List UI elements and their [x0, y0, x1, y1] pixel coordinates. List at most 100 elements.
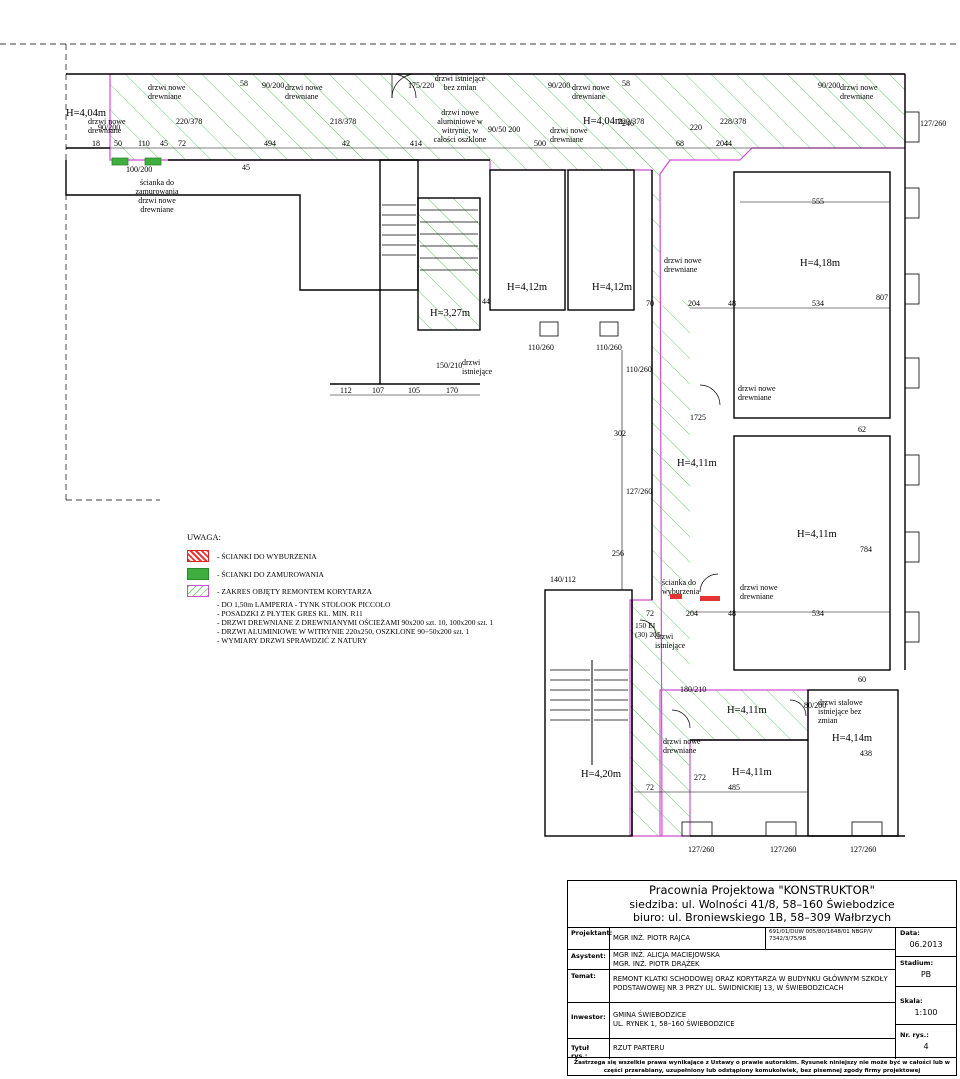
dimension-label: 110/260	[596, 343, 622, 352]
door-note: drzwi nowe drewniane	[663, 737, 701, 755]
stadium-label: Stadium:	[900, 959, 934, 967]
room-height-label: H=4,11m	[727, 705, 767, 716]
legend-heading: UWAGA:	[187, 532, 221, 542]
legend-note: - DRZWI DREWNIANE Z DREWNIANYMI OŚCIEŻAM…	[217, 618, 494, 627]
dimension-label: 246	[622, 119, 634, 128]
dimension-label: 112	[340, 386, 352, 395]
dimension-label: 534	[812, 609, 824, 618]
dimension-label: 105	[408, 386, 420, 395]
dimension-label: 127/260	[770, 845, 796, 854]
dimension-label: 175/220	[408, 81, 434, 90]
legend-note: - POSADZKI Z PŁYTEK GRES KL. MIN. R11	[217, 609, 363, 618]
legend-item: - ŚCIANKI DO ZAMUROWANIA	[187, 568, 324, 580]
legend-swatch	[187, 550, 209, 562]
dimension-label: 127/260	[850, 845, 876, 854]
dimension-label: 170	[446, 386, 458, 395]
asystent-label: Asystent:	[571, 952, 606, 960]
dimension-label: 48	[728, 299, 736, 308]
dimension-label: 784	[860, 545, 872, 554]
dimension-label: 500	[534, 139, 546, 148]
dimension-label: 127/260	[626, 487, 652, 496]
room-height-label: H=4,20m	[581, 769, 621, 780]
dimension-label: 807	[876, 293, 888, 302]
door-note: ścianka do zamurowania drzwi nowe drewni…	[135, 178, 179, 214]
skala-label: Skala:	[900, 997, 923, 1005]
walls-to-demolish	[670, 594, 720, 601]
dimension-label: 218/378	[330, 117, 356, 126]
projektant-name: MGR INŻ. PIOTR RAJCA	[613, 934, 691, 942]
inwestor-name: GMINA ŚWIEBODZICE	[613, 1011, 687, 1019]
dimension-label: 45	[160, 139, 168, 148]
door-note: 150 EI (30) 205	[635, 621, 661, 639]
legend-note: - DO 1,50m LAMPERIA - TYNK STOLOOK PICCO…	[217, 600, 391, 609]
dimension-label: 1725	[690, 413, 706, 422]
dimension-label: 50	[114, 139, 122, 148]
dimension-label: 90/50 200	[488, 125, 520, 134]
door-annotations: drzwi nowe drewniane drzwi nowe drewnian…	[88, 74, 878, 755]
data-value: 06.2013	[909, 940, 943, 949]
dimension-label: 204	[716, 139, 728, 148]
nr-value: 4	[923, 1042, 929, 1051]
windows	[539, 111, 920, 837]
legend-item: - ZAKRES OBJĘTY REMONTEM KORYTARZA	[187, 585, 372, 597]
dimension-label: 204	[688, 299, 700, 308]
door-note: drzwi nowe drewniane	[550, 126, 588, 144]
dimension-label: 72	[646, 609, 654, 618]
dimension-label: 45	[242, 163, 250, 172]
dimension-label: 220	[690, 123, 702, 132]
room-height-label: H=4,12m	[507, 282, 547, 293]
title-block: Pracownia Projektowa "KONSTRUKTOR" siedz…	[567, 880, 957, 1076]
dimension-label: 555	[812, 197, 824, 206]
dimension-label: 272	[694, 773, 706, 782]
legend-swatch	[187, 568, 209, 580]
room-height-label: H=4,11m	[732, 767, 772, 778]
dimension-label: 58	[240, 79, 248, 88]
dimension-label: 414	[410, 139, 422, 148]
dimension-label: 110/260	[528, 343, 554, 352]
dimension-lines	[66, 147, 905, 793]
dimension-label: 140/112	[550, 575, 576, 584]
dimension-label: 438	[860, 749, 872, 758]
walls	[65, 73, 906, 837]
door-note: drzwi istniejące	[655, 632, 686, 650]
firm-header: Pracownia Projektowa "KONSTRUKTOR" siedz…	[568, 881, 956, 928]
data-label: Data:	[900, 929, 920, 937]
dimension-label: 127/260	[688, 845, 714, 854]
room-height-label: H=4,04m	[583, 116, 623, 127]
legend-note: - WYMIARY DRZWI SPRAWDZIĆ Z NATURY	[217, 636, 368, 645]
inwestor-address: UL. RYNEK 1, 58–160 ŚWIEBODZICE	[613, 1020, 735, 1028]
asystent-name: MGR. INŻ. PIOTR DRĄŻEK	[613, 960, 700, 968]
dimension-label: 18	[92, 139, 100, 148]
dimension-label: 534	[812, 299, 824, 308]
door-note: drzwi nowe drewniane	[285, 83, 323, 101]
nr-label: Nr. rys.:	[900, 1031, 929, 1039]
projektant-label: Projektant:	[571, 929, 613, 937]
dimension-label: 256	[612, 549, 624, 558]
door-swings	[391, 73, 807, 729]
legend-item: - ŚCIANKI DO WYBURZENIA	[187, 550, 317, 562]
dimension-label: 70	[646, 299, 654, 308]
dimension-label: 90/200	[262, 81, 284, 90]
legend-label: - ŚCIANKI DO ZAMUROWANIA	[217, 569, 324, 579]
dimension-label: 80/200	[804, 701, 826, 710]
dimension-label: 62	[858, 425, 866, 434]
dimension-label: 60	[858, 675, 866, 684]
firm-name: Pracownia Projektowa "KONSTRUKTOR"	[649, 883, 875, 897]
corridor-renovation-zone	[109, 73, 906, 837]
dimension-label: 220/378	[618, 117, 644, 126]
temat-text: REMONT KLATKI SCHODOWEJ ORAZ KORYTARZA W…	[613, 975, 888, 992]
door-note: drzwi nowe drewniane	[572, 83, 610, 101]
dimension-label: 44	[724, 139, 732, 148]
dimension-label: 90/200	[98, 123, 120, 132]
room-height-label: H=3,27m	[430, 308, 470, 319]
door-note: drzwi istniejące bez zmian	[434, 74, 486, 92]
inwestor-label: Inwestor:	[571, 1013, 606, 1021]
skala-value: 1:100	[914, 1008, 938, 1017]
door-note: drzwi nowe drewniane	[740, 583, 778, 601]
door-note: drzwi istniejące	[462, 358, 493, 376]
dimension-label: 204	[686, 609, 698, 618]
legend-swatch	[187, 585, 209, 597]
staircase-upper	[382, 204, 478, 271]
dimension-label: 68	[676, 139, 684, 148]
projektant-license: 691/01/DUW 005/80/1648/01 NBGP/V 7342/3/…	[769, 929, 873, 942]
